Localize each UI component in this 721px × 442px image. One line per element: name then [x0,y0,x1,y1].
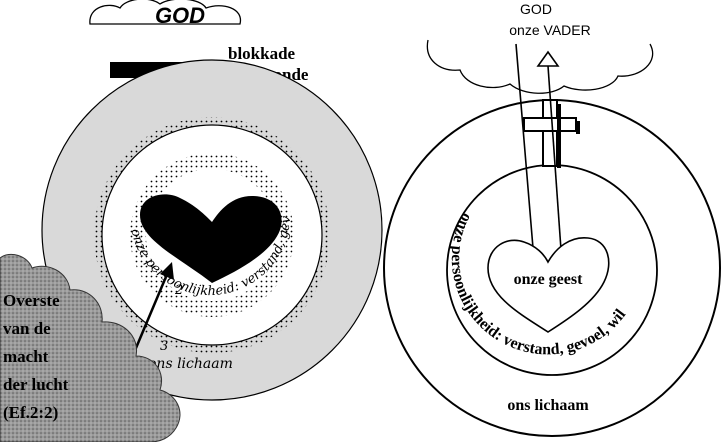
side-label-line4: der lucht [3,375,69,394]
up-arrow-head [536,50,560,67]
left-stipple-inner [130,153,294,317]
right-cloud [426,39,654,94]
attack-arrow-head [160,262,174,280]
left-stipple-outer [94,117,330,353]
dark-heart [140,194,282,283]
side-label-line1: Overste [3,291,60,310]
left-diagram: GOD blokkade door zonde 1 onze persoonli… [0,0,383,442]
left-cloud-label: GOD [155,3,205,28]
spirit-heart [487,237,610,333]
right-diagram: GOD onze VADER onze geest onze persoonli… [383,1,721,437]
inner-ring-number: 2 [174,283,183,298]
right-cloud-label-line2: onze VADER [509,22,590,38]
side-label-line5: (Ef.2:2) [3,403,58,422]
left-outer-label: ons lichaam [148,356,233,372]
side-label: Overste van de macht der lucht (Ef.2:2) [3,291,69,422]
side-label-line2: van de [3,319,51,338]
blockade-label-line1: blokkade [228,44,296,63]
outer-ring-number: 3 [160,339,168,354]
side-label-line3: macht [3,347,49,366]
right-cloud-label-line1: GOD [520,1,552,17]
up-arrow-shaft [547,65,564,279]
spirit-heart-label: onze geest [514,271,584,288]
down-arrow-shaft [515,43,535,261]
left-cloud [89,0,241,25]
heart-number: 1 [214,234,223,250]
dark-cloud [0,253,181,442]
right-outer-label: ons lichaam [507,397,589,414]
